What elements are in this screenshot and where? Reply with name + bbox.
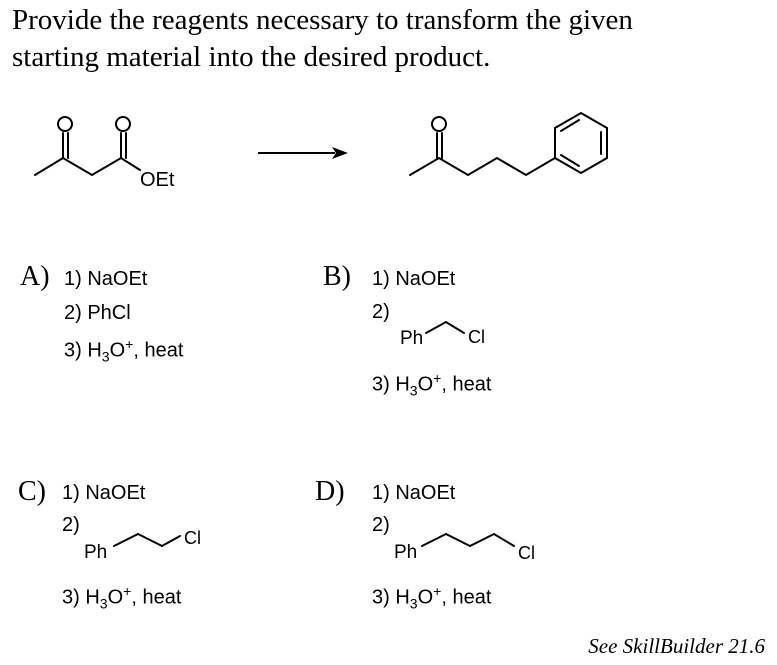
option-a-step-3: 3) H3O+, heat: [64, 336, 184, 365]
option-d-step-3: 3) H3O+, heat: [372, 583, 492, 612]
prompt-line-1: Provide the reagents necessary to transf…: [12, 4, 633, 36]
option-d-cl-label: Cl: [518, 543, 535, 563]
option-c-step-1: 1) NaOEt: [62, 482, 146, 504]
option-c-letter[interactable]: C): [18, 476, 46, 507]
option-b-cl-label: Cl: [468, 327, 485, 347]
option-c-step-3: 3) H3O+, heat: [62, 583, 182, 612]
skillbuilder-reference: See SkillBuilder 21.6: [588, 634, 765, 658]
option-b-step-1: 1) NaOEt: [372, 268, 456, 290]
option-b-letter[interactable]: B): [323, 261, 351, 292]
option-d-letter[interactable]: D): [315, 476, 345, 507]
option-a-step-1: 1) NaOEt: [64, 268, 148, 290]
product-structure: [409, 111, 608, 177]
oet-label: OEt: [140, 169, 175, 191]
option-b-step-3: 3) H3O+, heat: [372, 370, 492, 399]
starting-material-structure: [34, 116, 141, 177]
option-a-step-2: 2) PhCl: [64, 302, 131, 324]
reaction-scheme: OEt: [34, 111, 608, 191]
option-b-ph-label: Ph: [400, 328, 423, 349]
prompt-line-2: starting material into the desired produ…: [12, 41, 491, 73]
option-c-reagent-structure: Ph Cl: [82, 522, 222, 567]
option-d-reagent-structure: Ph Cl: [392, 522, 552, 571]
option-d-step-2: 2): [372, 514, 390, 536]
option-c-cl-label: Cl: [184, 528, 201, 548]
option-a-letter[interactable]: A): [20, 261, 50, 292]
option-d-step-1: 1) NaOEt: [372, 482, 456, 504]
option-c-step-2: 2): [62, 514, 80, 536]
option-b-step-2: 2): [372, 301, 390, 323]
option-c-ph-label: Ph: [84, 542, 107, 562]
reaction-arrow: [258, 147, 348, 159]
question-prompt: Provide the reagents necessary to transf…: [12, 2, 762, 76]
option-b-reagent-structure: Ph Cl: [398, 310, 508, 355]
option-d-ph-label: Ph: [394, 542, 417, 563]
